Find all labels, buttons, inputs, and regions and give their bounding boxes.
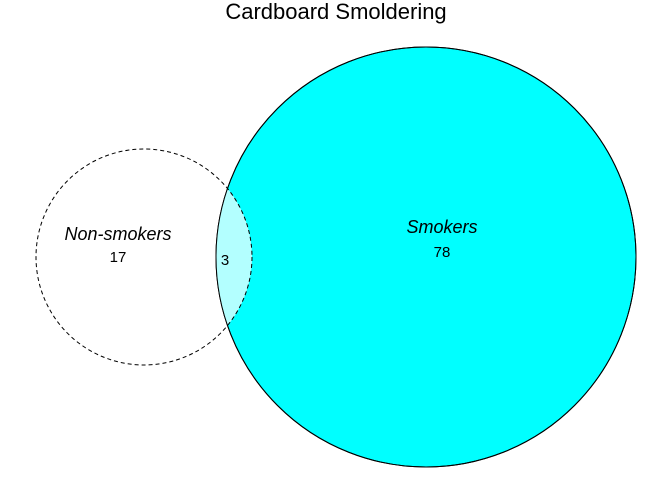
smokers-only-count: 78 bbox=[434, 244, 451, 261]
non-smokers-only-count: 17 bbox=[110, 249, 127, 266]
non-smokers-label: Non-smokers bbox=[64, 224, 171, 244]
smokers-outline bbox=[215, 46, 637, 468]
smokers-label: Smokers bbox=[406, 217, 477, 237]
non-smokers-circle bbox=[35, 148, 253, 366]
intersection-count: 3 bbox=[221, 252, 229, 269]
smokers-circle bbox=[215, 46, 637, 468]
intersection-region bbox=[216, 149, 252, 365]
chart-title: Cardboard Smoldering bbox=[225, 0, 446, 24]
